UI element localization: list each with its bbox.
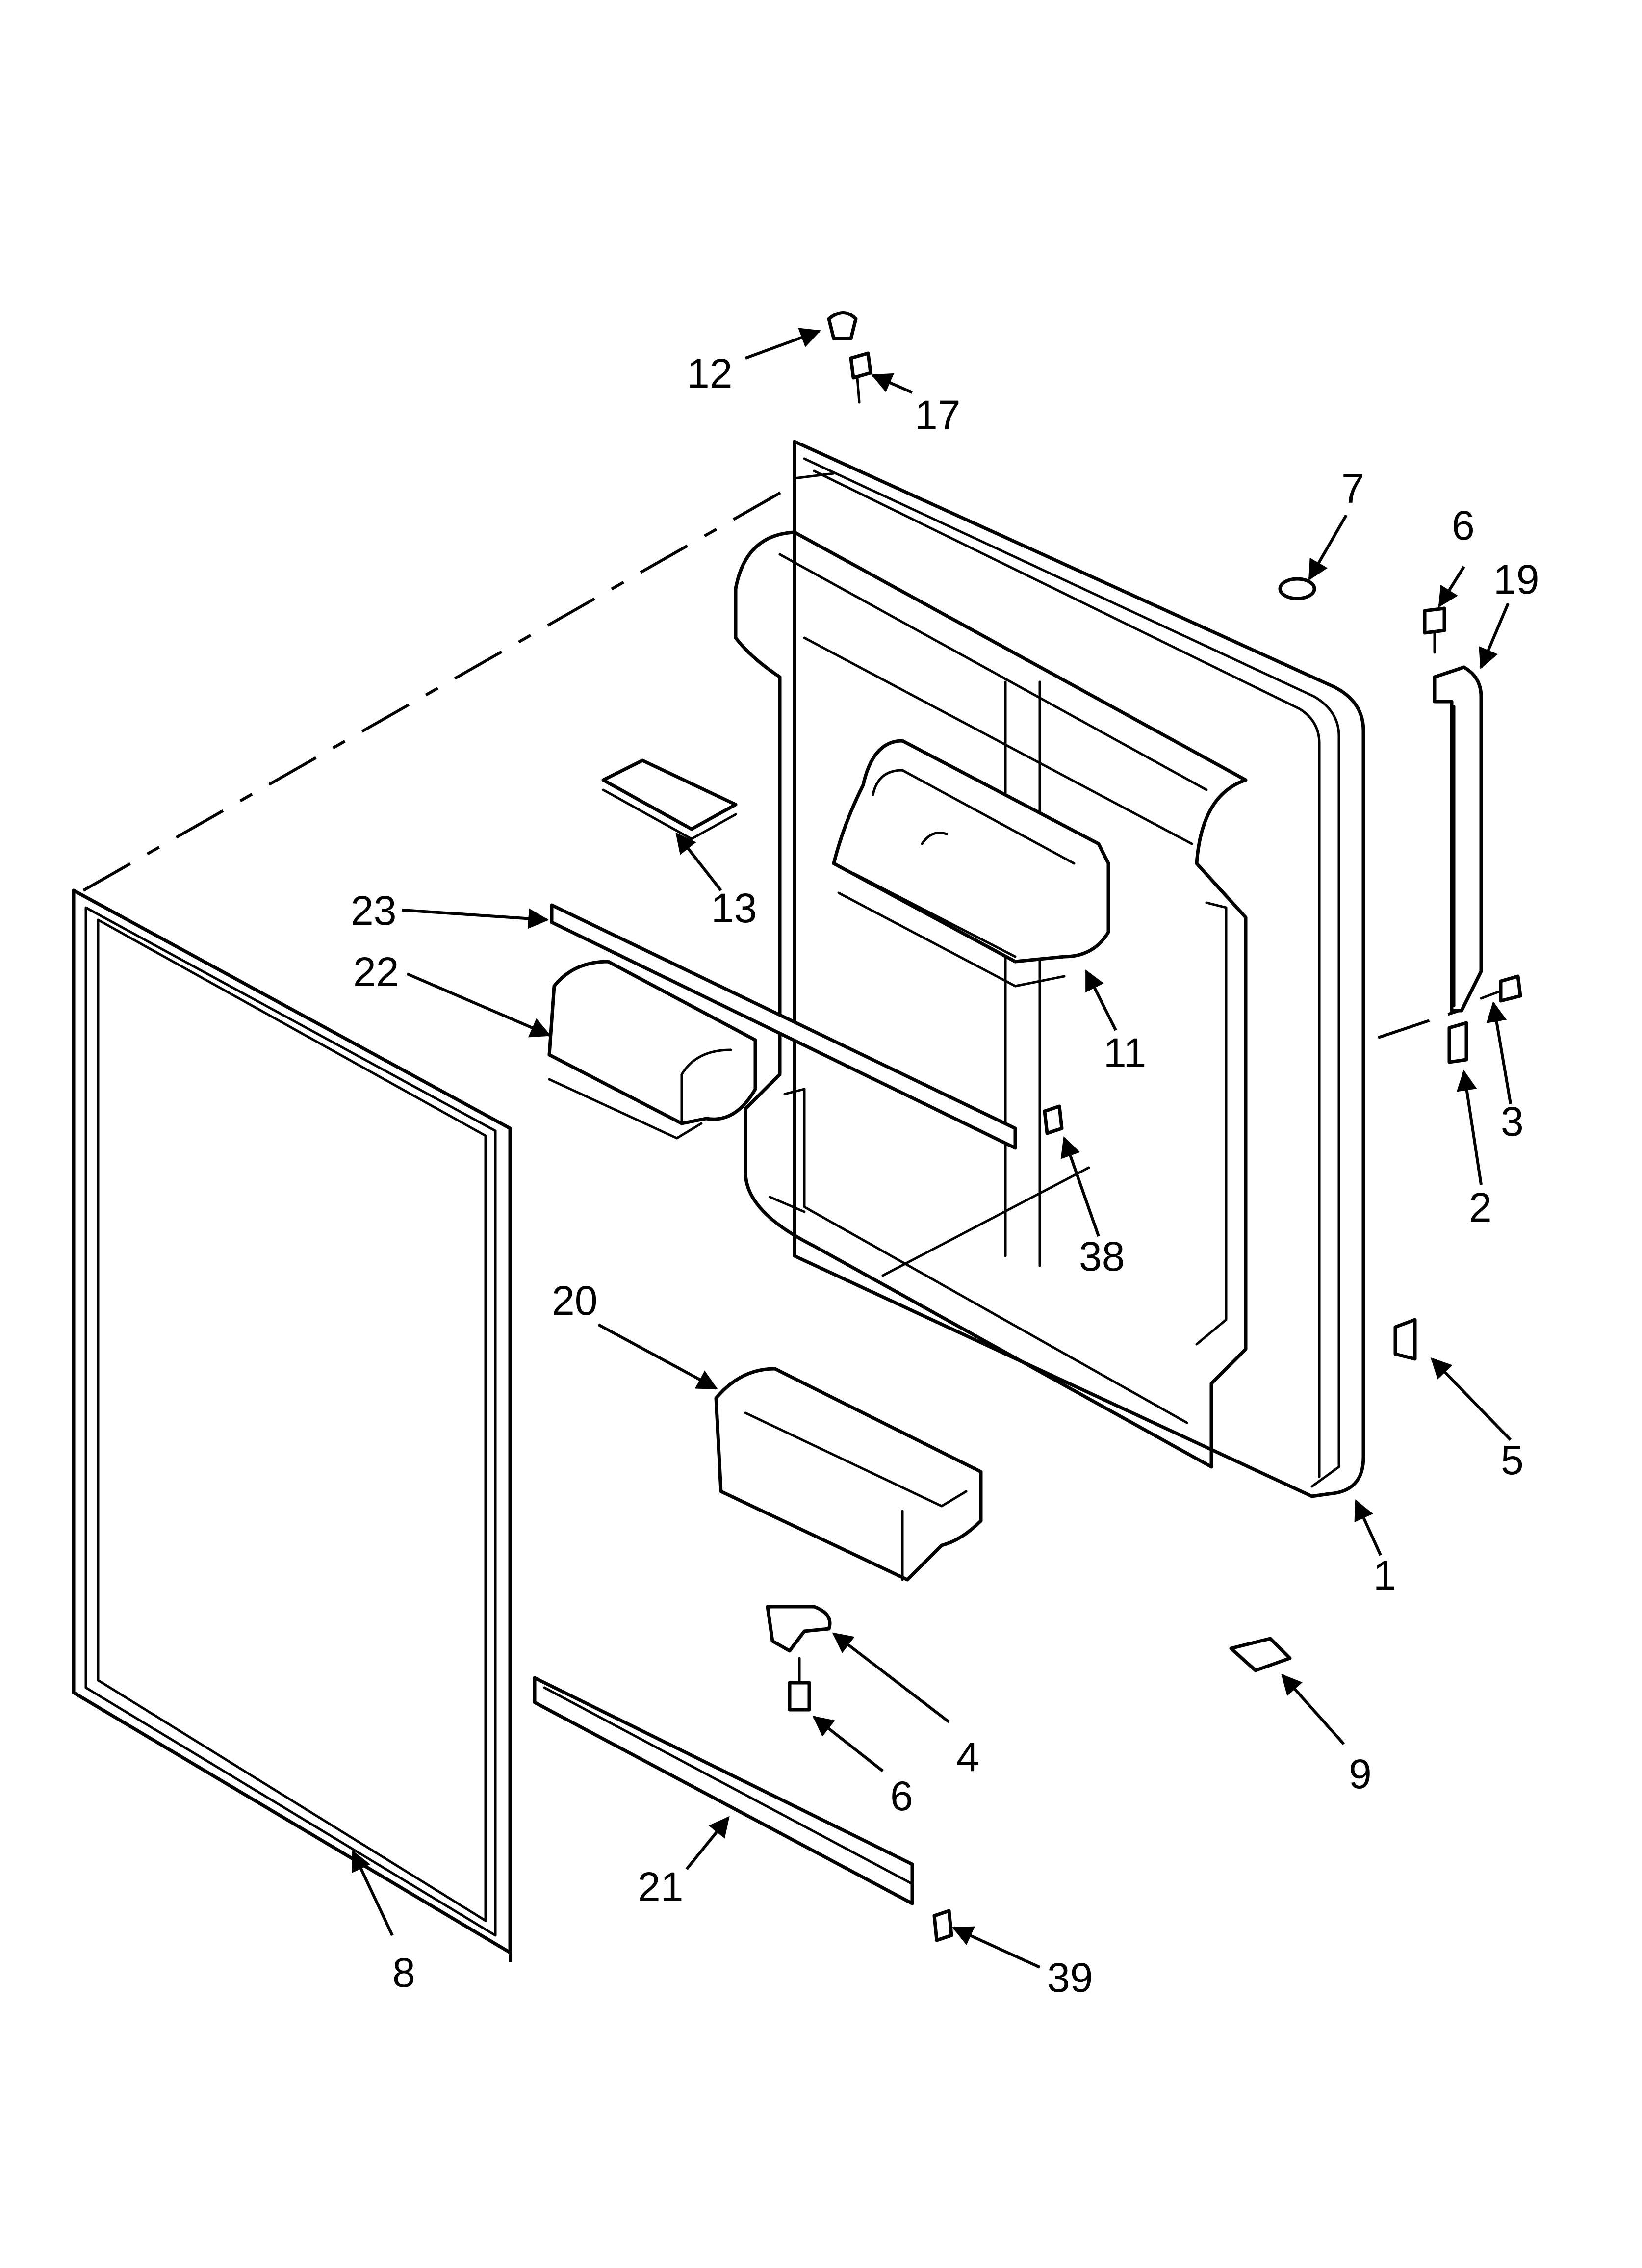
callout-12: 12 bbox=[687, 350, 732, 396]
dairy-bin bbox=[832, 739, 1110, 988]
callout-5: 5 bbox=[1501, 1437, 1524, 1483]
bottom-trim-21 bbox=[533, 1676, 914, 1905]
callout-20: 20 bbox=[552, 1277, 597, 1324]
callout-3: 3 bbox=[1501, 1098, 1524, 1145]
hardware bbox=[766, 311, 1522, 1942]
callout-17: 17 bbox=[915, 392, 960, 438]
callout-23: 23 bbox=[351, 887, 396, 934]
door-shelf-20 bbox=[714, 1367, 983, 1582]
callout-6-top: 6 bbox=[1452, 502, 1475, 548]
screw-6-bottom bbox=[788, 1681, 811, 1712]
screw-17 bbox=[849, 351, 872, 380]
callout-8: 8 bbox=[392, 1950, 415, 1996]
callout-22: 22 bbox=[353, 949, 399, 995]
callout-13: 13 bbox=[711, 885, 757, 931]
callout-38: 38 bbox=[1079, 1233, 1125, 1279]
handle-19 bbox=[1433, 665, 1483, 1013]
callout-4: 4 bbox=[956, 1734, 979, 1780]
callout-2: 2 bbox=[1469, 1184, 1492, 1230]
refrigerator-door bbox=[734, 440, 1365, 1498]
callout-9: 9 bbox=[1349, 1751, 1372, 1797]
callout-1: 1 bbox=[1373, 1552, 1396, 1598]
bracket-9 bbox=[1229, 1637, 1292, 1672]
clip-38 bbox=[1043, 1104, 1064, 1135]
hinge-4 bbox=[766, 1605, 832, 1653]
hinge-2 bbox=[1447, 1021, 1468, 1064]
screw-3 bbox=[1499, 974, 1522, 1003]
plug-12 bbox=[827, 311, 858, 340]
callout-11: 11 bbox=[1103, 1030, 1146, 1076]
callout-39: 39 bbox=[1047, 1955, 1093, 2001]
shelf-trim-23 bbox=[550, 903, 1017, 1150]
clip-39 bbox=[932, 1909, 953, 1942]
screw-6-top bbox=[1423, 606, 1446, 635]
callout-21: 21 bbox=[638, 1864, 683, 1910]
door-gasket bbox=[72, 888, 512, 1955]
door-bin-22 bbox=[547, 960, 757, 1140]
callout-6-bottom: 6 bbox=[890, 1773, 913, 1819]
callout-7: 7 bbox=[1341, 466, 1364, 512]
callout-labels: 12 17 7 6 19 13 23 22 11 3 2 38 20 5 1 9… bbox=[351, 350, 1539, 2001]
cover-13 bbox=[601, 758, 738, 840]
plug-7 bbox=[1278, 577, 1316, 600]
hinge-5 bbox=[1393, 1318, 1417, 1361]
callout-leaders bbox=[352, 328, 1512, 1969]
callout-19: 19 bbox=[1493, 556, 1539, 602]
